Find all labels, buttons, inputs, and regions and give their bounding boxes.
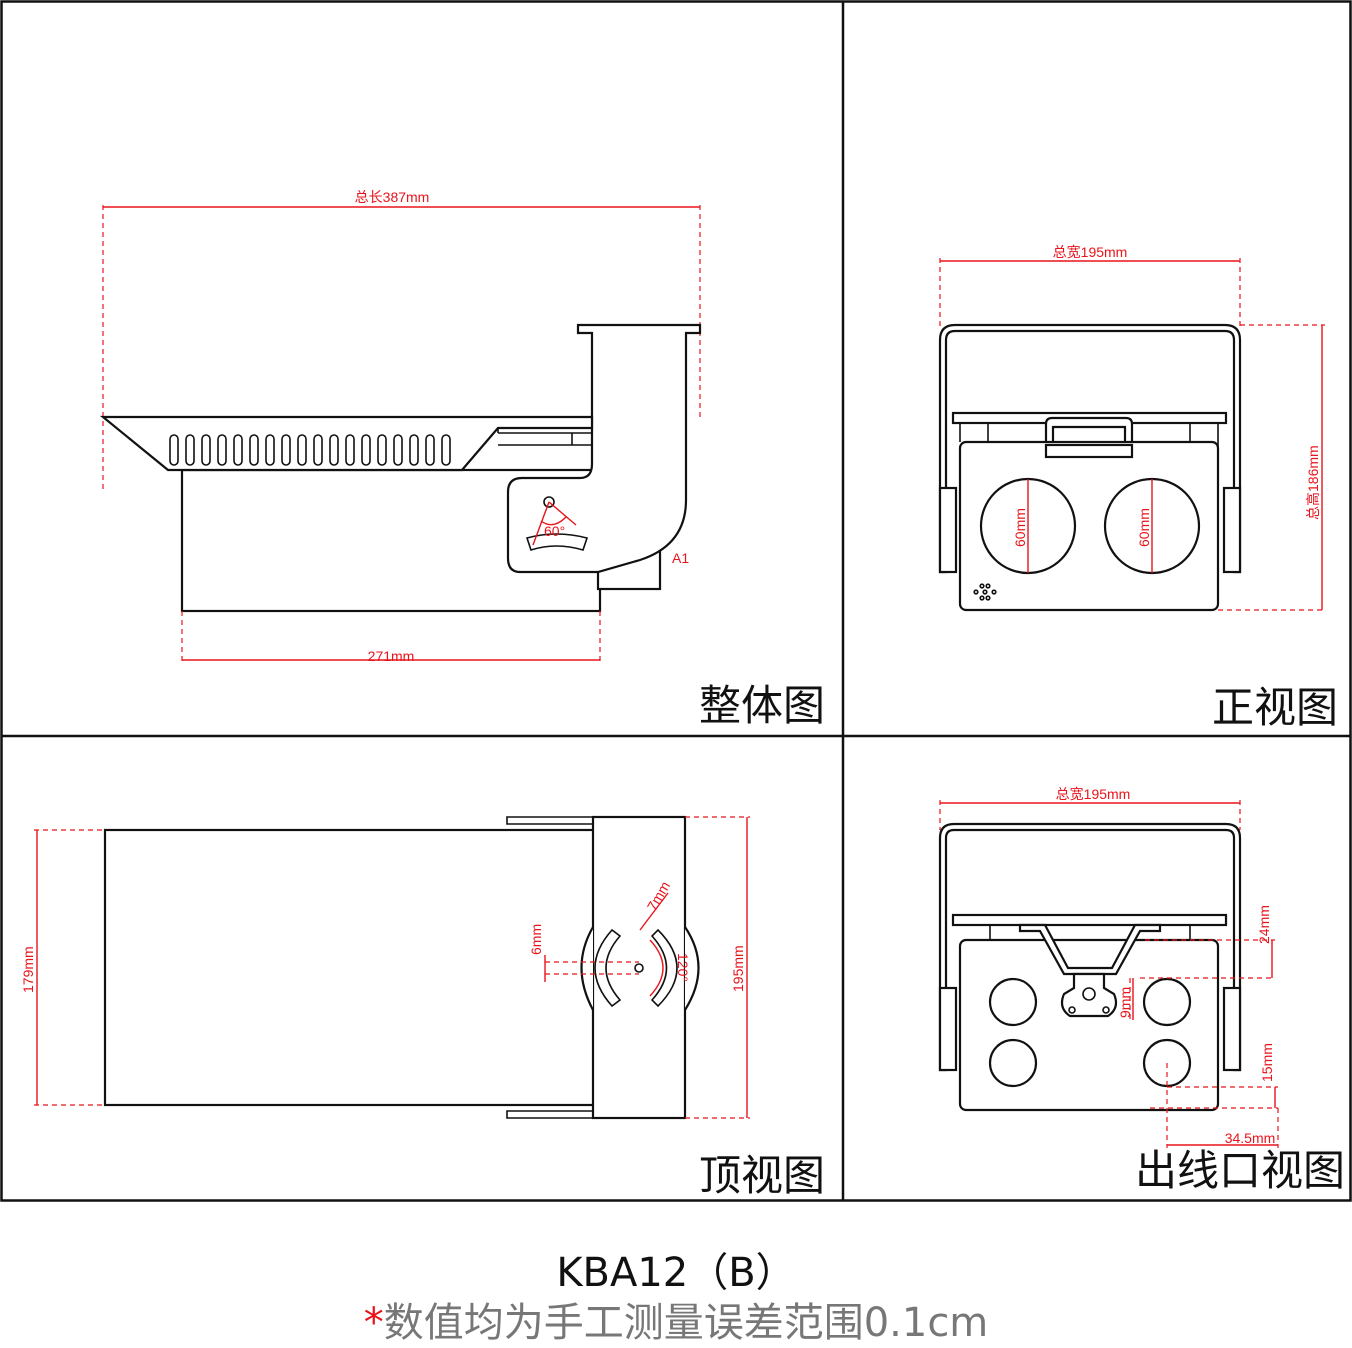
- drawing-sheet: 总长387mm: [0, 0, 1352, 1202]
- overall-view: 总长387mm: [99, 189, 825, 730]
- dim-front-width: 总宽195mm: [1053, 244, 1128, 260]
- dim-lens-left: 60mm: [1012, 508, 1028, 547]
- front-view: 总宽195mm 60mm 60mm 总高186mm: [938, 244, 1338, 732]
- dim-bottom-length: 271mm: [368, 648, 415, 664]
- dim-outlet-24: 24mm: [1256, 905, 1272, 944]
- measurement-note: *数值均为手工测量误差范围0.1cm: [0, 1290, 1352, 1348]
- note-star: *: [363, 1300, 384, 1346]
- dim-lens-right: 60mm: [1136, 508, 1152, 547]
- top-view: 179mm 6mm 7mm 120° 195mm 顶视图: [20, 815, 825, 1200]
- model-label: KBA12（B）: [556, 1250, 796, 1296]
- mic-holes-icon: [973, 583, 997, 601]
- dim-top-left: 179mm: [20, 946, 36, 993]
- panel-title-outlet: 出线口视图: [1135, 1146, 1345, 1195]
- dim-total-length: 总长387mm: [355, 189, 430, 205]
- panel-title-overall: 整体图: [699, 681, 825, 730]
- dim-top-right: 195mm: [730, 945, 746, 992]
- dim-outlet-9: 9mm: [1117, 987, 1133, 1018]
- dim-outlet-width: 总宽195mm: [1056, 786, 1131, 802]
- note-text: 数值均为手工测量误差范围0.1cm: [383, 1300, 989, 1346]
- panel-title-top: 顶视图: [699, 1151, 825, 1200]
- vent-slots: [169, 434, 451, 466]
- panel-grid: [0, 0, 1352, 1202]
- panel-title-front: 正视图: [1212, 683, 1338, 732]
- dim-outlet-34: 34.5mm: [1225, 1130, 1276, 1146]
- outlet-view: 总宽195mm 24mm 9mm 15mm 3: [938, 786, 1345, 1195]
- dim-slot-angle: 120°: [675, 953, 691, 982]
- mark-a1: A1: [672, 550, 689, 566]
- dim-tilt-angle: 60°: [544, 523, 565, 539]
- dim-outlet-15: 15mm: [1259, 1043, 1275, 1082]
- dim-front-height: 总高186mm: [1305, 445, 1321, 520]
- dim-slot-offset: 6mm: [528, 924, 544, 955]
